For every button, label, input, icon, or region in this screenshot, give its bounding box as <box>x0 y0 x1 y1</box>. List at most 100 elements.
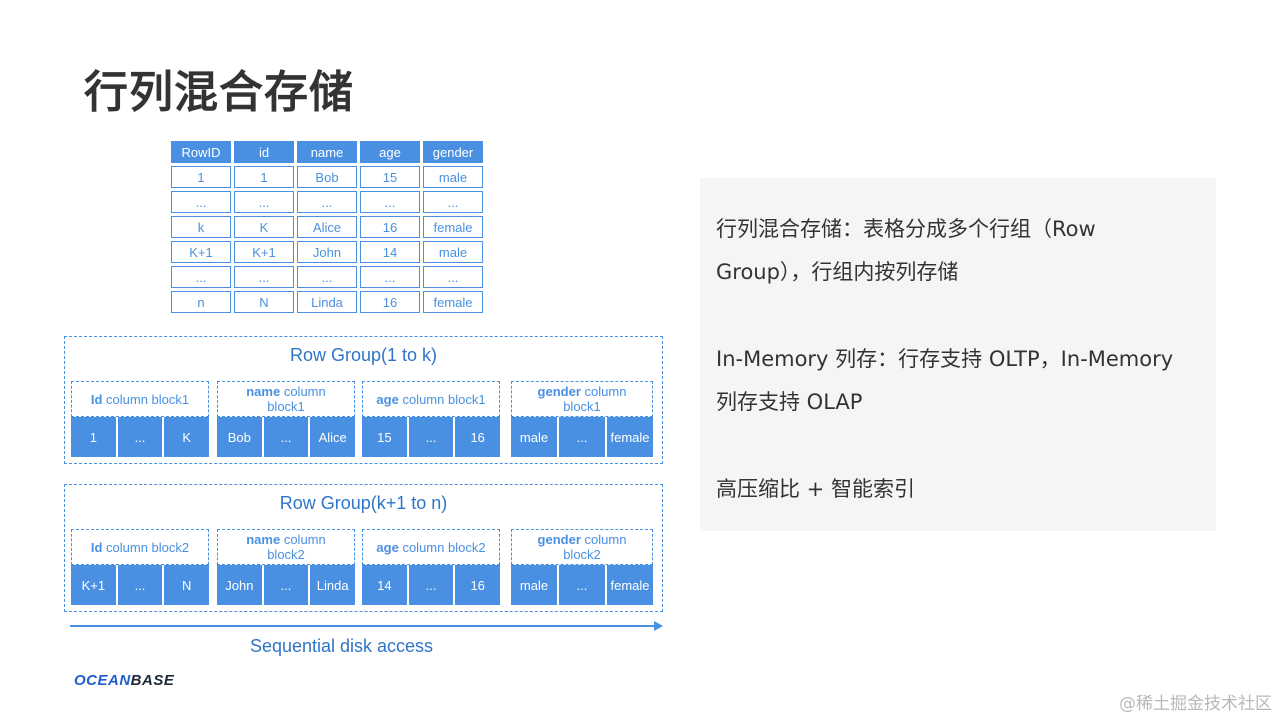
column-block-label: gender column block2 <box>511 529 653 565</box>
column-name: Id <box>90 391 103 407</box>
column-cell: Bob <box>217 417 262 457</box>
table-cell: 1 <box>171 166 231 188</box>
column-cell: 14 <box>362 565 407 605</box>
column-cell: 15 <box>362 417 407 457</box>
table-cell: female <box>423 216 483 238</box>
table-cell: N <box>234 291 294 313</box>
description-line-1: 行列混合存储：表格分成多个行组（Row Group），行组内按列存储 <box>716 217 1096 284</box>
description-panel: 行列混合存储：表格分成多个行组（Row Group），行组内按列存储 In-Me… <box>700 178 1216 531</box>
table-cell: ... <box>423 191 483 213</box>
description-line-2: In-Memory 列存：行存支持 OLTP，In-Memory 列存支持 OL… <box>716 347 1174 414</box>
table-cell: 1 <box>234 166 294 188</box>
column-cell: ... <box>263 417 309 457</box>
column-block-label: name column block2 <box>217 529 355 565</box>
column-cell: female <box>607 565 653 605</box>
column-cells: 15 ... 16 <box>362 417 501 457</box>
column-cell: 16 <box>455 417 501 457</box>
table-row: k K Alice 16 female <box>171 216 483 238</box>
column-cell: ... <box>117 417 163 457</box>
column-block: Id column block1 1 ... K <box>71 381 210 457</box>
column-cell: ... <box>117 565 163 605</box>
table-header-cell: age <box>360 141 420 163</box>
column-block-suffix: column block1 <box>563 384 627 414</box>
column-cell: ... <box>408 565 454 605</box>
row-group-title: Row Group(k+1 to n) <box>279 493 448 513</box>
sequential-caption: Sequential disk access <box>249 636 434 656</box>
table-cell: male <box>423 241 483 263</box>
watermark: @稀土掘金技术社区 <box>1119 694 1272 714</box>
column-block-suffix: column block2 <box>402 539 486 555</box>
column-block-suffix: column block1 <box>267 384 326 414</box>
column-block-suffix: column block2 <box>267 532 326 562</box>
table-cell: K+1 <box>234 241 294 263</box>
sequential-arrow-icon <box>70 621 663 631</box>
column-name: gender <box>537 532 581 547</box>
table-row: K+1 K+1 John 14 male <box>171 241 483 263</box>
column-cell: ... <box>559 417 605 457</box>
row-group-1: Row Group(1 to k) Id column block1 1 ...… <box>64 336 663 464</box>
column-name: name <box>246 532 281 547</box>
column-block-label: age column block2 <box>362 529 500 565</box>
page-title: 行列混合存储 <box>84 67 354 118</box>
table-cell: ... <box>171 191 231 213</box>
table-cell: K+1 <box>171 241 231 263</box>
table-cell: 15 <box>360 166 420 188</box>
table-cell: 14 <box>360 241 420 263</box>
row-group-2: Row Group(k+1 to n) Id column block2 K+1… <box>64 484 663 612</box>
table-header-row: RowID id name age gender <box>171 141 483 163</box>
column-block-label: gender column block1 <box>511 381 653 417</box>
table-cell: K <box>234 216 294 238</box>
column-name: Id <box>90 539 103 555</box>
column-name: age <box>376 539 399 555</box>
column-block: gender column block2 male ... female <box>511 529 653 605</box>
column-cell: ... <box>263 565 309 605</box>
table-cell: Alice <box>297 216 357 238</box>
table-cell: John <box>297 241 357 263</box>
row-group-title: Row Group(1 to k) <box>289 345 438 365</box>
table-cell: Bob <box>297 166 357 188</box>
column-cell: 16 <box>455 565 501 605</box>
table-cell: ... <box>360 266 420 288</box>
column-name: gender <box>537 384 581 399</box>
column-cell: John <box>217 565 262 605</box>
column-cell: female <box>607 417 653 457</box>
column-block: name column block1 Bob ... Alice <box>217 381 356 457</box>
table-header-cell: RowID <box>171 141 231 163</box>
column-block: gender column block1 male ... female <box>511 381 653 457</box>
table-cell: ... <box>171 266 231 288</box>
table-cell: ... <box>423 266 483 288</box>
column-cell: 1 <box>71 417 116 457</box>
column-block-label: Id column block2 <box>71 529 209 565</box>
column-block-suffix: column block1 <box>106 391 190 407</box>
column-cell: Linda <box>310 565 356 605</box>
table-cell: ... <box>297 191 357 213</box>
column-name: age <box>376 391 399 407</box>
table-row: ... ... ... ... ... <box>171 191 483 213</box>
data-table: RowID id name age gender 1 1 Bob 15 male… <box>168 138 486 316</box>
table-cell: 16 <box>360 216 420 238</box>
column-block: age column block2 14 ... 16 <box>362 529 501 605</box>
column-block-suffix: column block2 <box>106 539 190 555</box>
table-cell: ... <box>234 191 294 213</box>
oceanbase-logo: OCEANBASE <box>74 672 175 689</box>
column-cells: male ... female <box>511 417 653 457</box>
column-name: name <box>246 384 281 399</box>
table-header-cell: id <box>234 141 294 163</box>
table-cell: Linda <box>297 291 357 313</box>
table-row: n N Linda 16 female <box>171 291 483 313</box>
column-cell: Alice <box>310 417 356 457</box>
column-cell: K <box>164 417 210 457</box>
column-block: Id column block2 K+1 ... N <box>71 529 210 605</box>
column-block-label: age column block1 <box>362 381 500 417</box>
table-cell: ... <box>360 191 420 213</box>
table-cell: k <box>171 216 231 238</box>
table-cell: ... <box>234 266 294 288</box>
table-cell: n <box>171 291 231 313</box>
column-cell: male <box>511 565 557 605</box>
table-cell: female <box>423 291 483 313</box>
column-cells: male ... female <box>511 565 653 605</box>
column-cells: K+1 ... N <box>71 565 210 605</box>
column-block-label: name column block1 <box>217 381 355 417</box>
table-row: 1 1 Bob 15 male <box>171 166 483 188</box>
table-cell: 16 <box>360 291 420 313</box>
